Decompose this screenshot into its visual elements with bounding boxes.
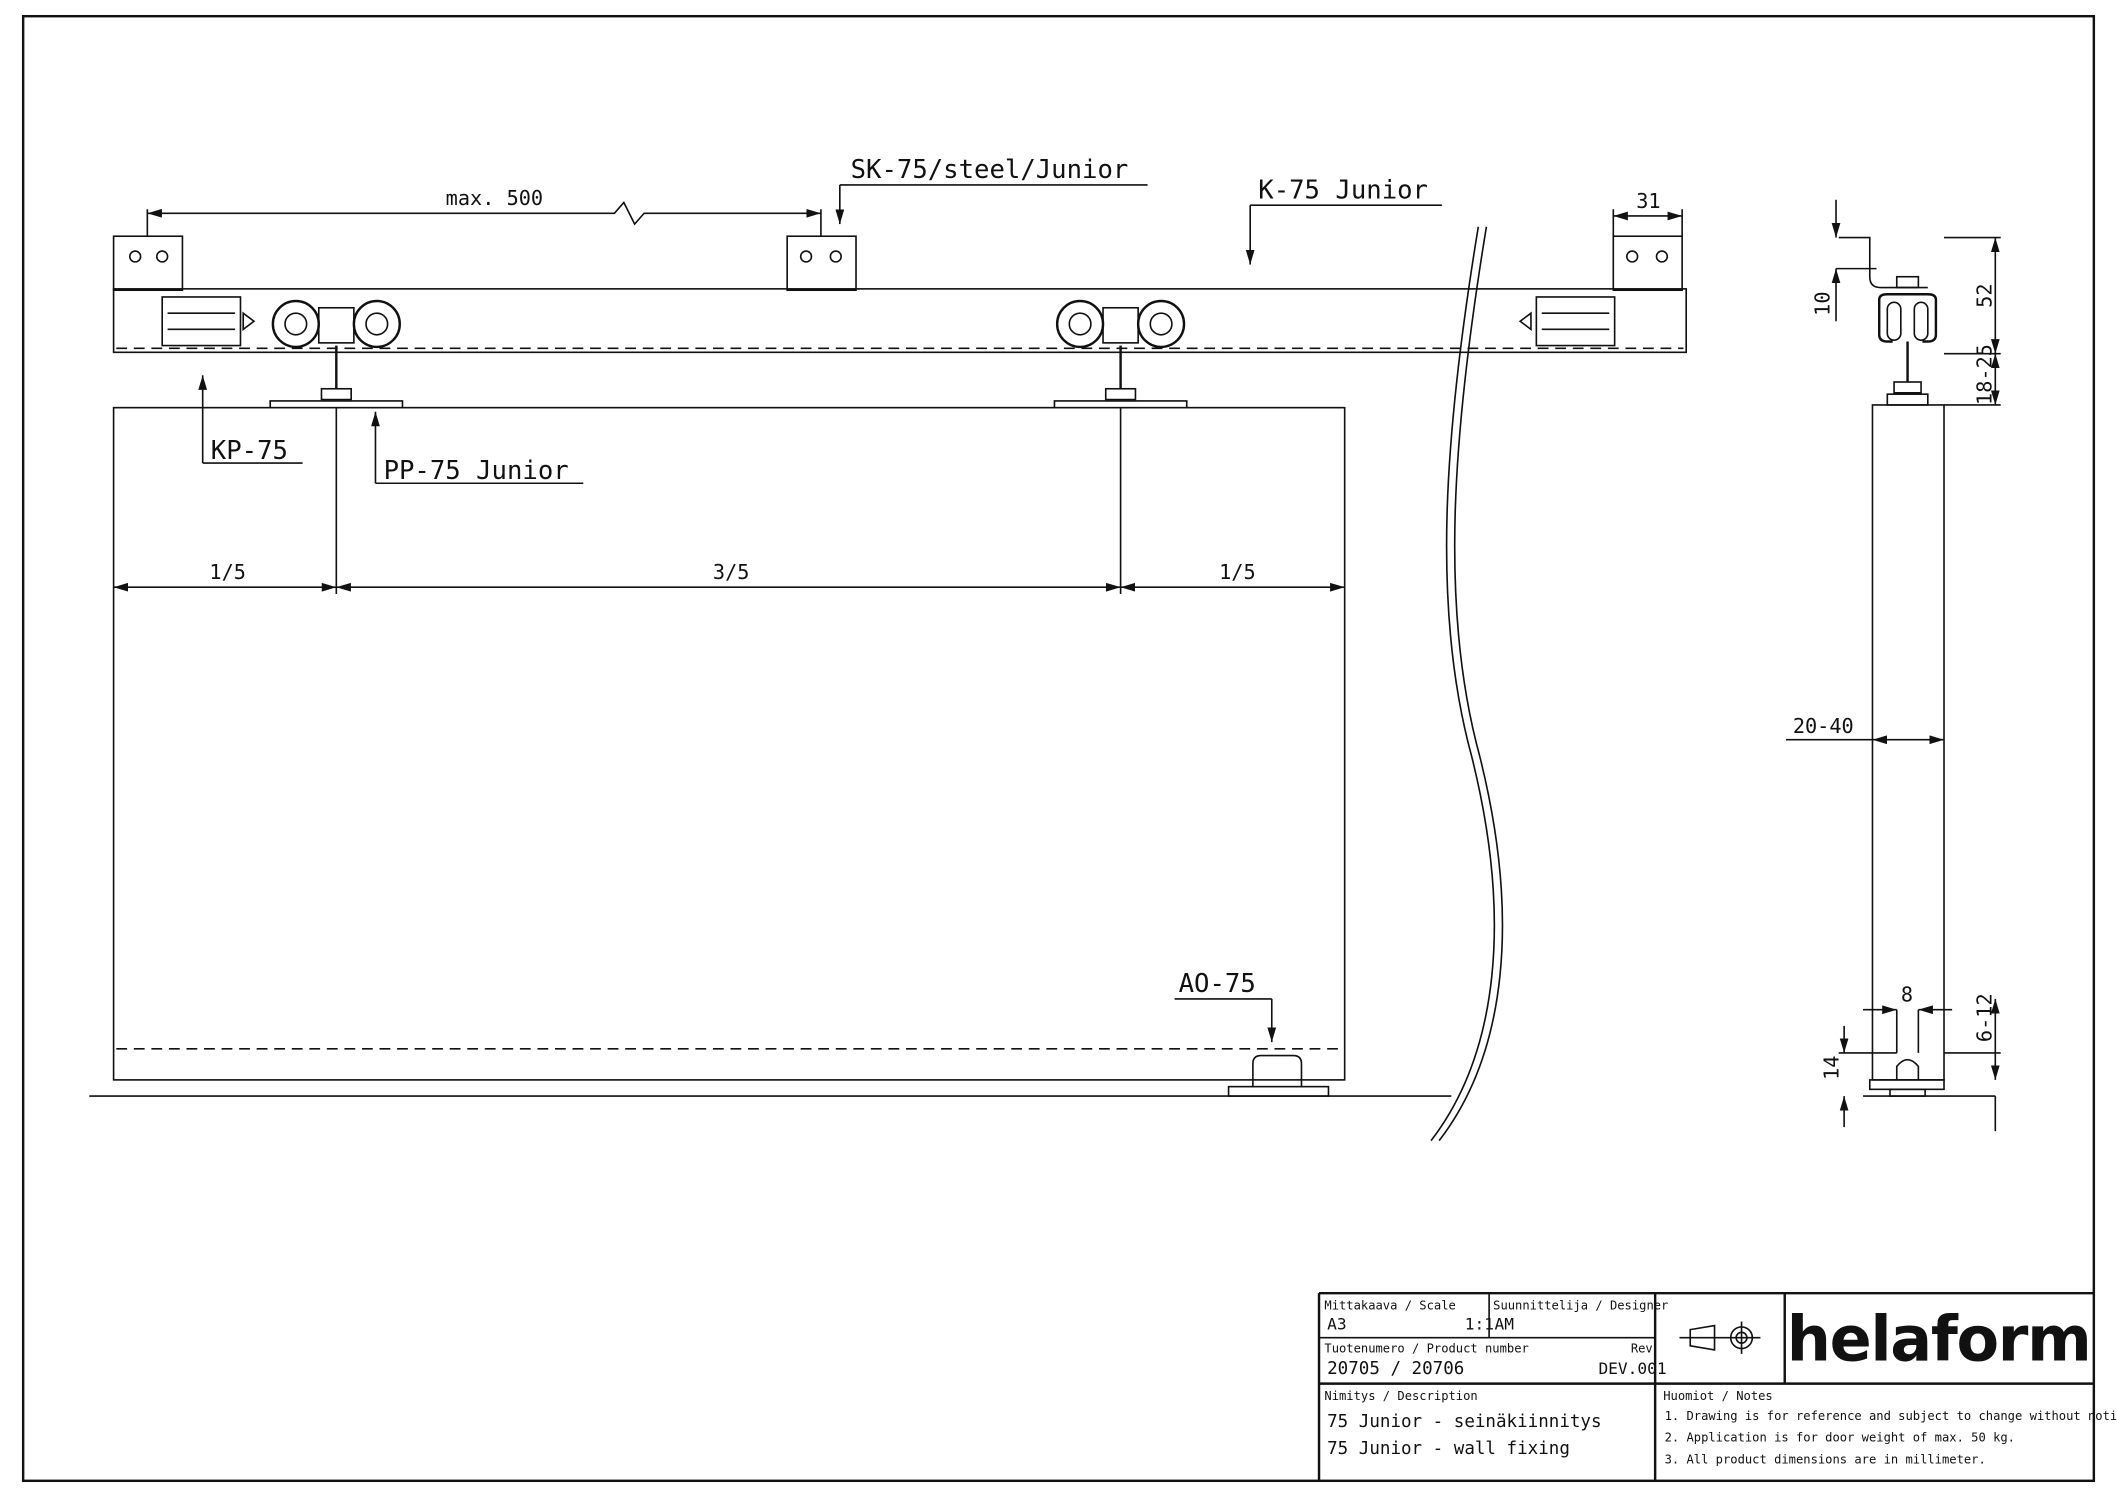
wall-bracket: [112, 235, 1683, 292]
description-english: 75 Junior - wall fixing: [1327, 1439, 1570, 1459]
label-bracket: SK-75/steel/Junior: [851, 155, 1129, 185]
rev-label: Rev: [1631, 1342, 1653, 1356]
door-panel: [112, 406, 1346, 1081]
product-number: 20705 / 20706: [1327, 1359, 1464, 1379]
dim-height: 52: [1972, 283, 1996, 307]
dim-offset: 10: [1810, 291, 1834, 315]
door-section: [1871, 404, 1945, 1081]
dim-bracket-width: 31: [1636, 189, 1660, 213]
label-guide: AO-75: [1179, 969, 1256, 999]
fraction-middle: 3/5: [713, 560, 750, 584]
note-1: 1. Drawing is for reference and subject …: [1665, 1409, 2117, 1423]
dim-adjust: 18-25: [1972, 344, 1996, 405]
description-label: Nimitys / Description: [1324, 1389, 1477, 1403]
trolley: [269, 299, 1188, 408]
note-3: 3. All product dimensions are in millime…: [1665, 1452, 1986, 1466]
track-rail: [112, 288, 1687, 354]
note-2: 2. Application is for door weight of max…: [1665, 1431, 2015, 1445]
product-number-label: Tuotenumero / Product number: [1324, 1342, 1528, 1356]
stopper: [161, 296, 1616, 347]
label-track: K-75 Junior: [1258, 175, 1428, 205]
scale-label: Mittakaava / Scale: [1324, 1298, 1455, 1312]
designer-value: AM: [1495, 1315, 1515, 1334]
side-view: 52 18-25 10 20-40 8 6-12 14: [1786, 199, 2001, 1132]
floor-guide: [1227, 1054, 1330, 1097]
label-stopper: KP-75: [211, 436, 288, 466]
front-view: max. 500 SK-75/steel/Junior K-75 Junior …: [89, 155, 1687, 1142]
dim-groove-depth: 6-12: [1972, 993, 1996, 1042]
label-hanger: PP-75 Junior: [384, 456, 569, 486]
sheet-border: [21, 14, 2096, 1483]
helaform-logo: helaform: [1787, 1303, 2091, 1376]
projection-symbol-icon: [1679, 1321, 1761, 1354]
dim-max-spacing: max. 500: [446, 186, 543, 210]
scale-value: 1:1: [1465, 1315, 1494, 1334]
dim-door-thickness: 20-40: [1793, 714, 1854, 738]
designer-label: Suunnittelija / Designer: [1493, 1298, 1668, 1312]
description-finnish: 75 Junior - seinäkiinnitys: [1327, 1412, 1601, 1432]
notes-label: Huomiot / Notes: [1663, 1389, 1773, 1403]
paper-size: A3: [1327, 1315, 1347, 1334]
title-block: Mittakaava / Scale A3 1:1 Suunnittelija …: [1317, 1291, 2117, 1481]
dim-guide-height: 14: [1820, 1056, 1844, 1080]
fraction-left: 1/5: [209, 560, 246, 584]
rev-value: DEV.001: [1598, 1359, 1666, 1378]
dim-groove: 8: [1901, 983, 1913, 1007]
fraction-right: 1/5: [1219, 560, 1256, 584]
